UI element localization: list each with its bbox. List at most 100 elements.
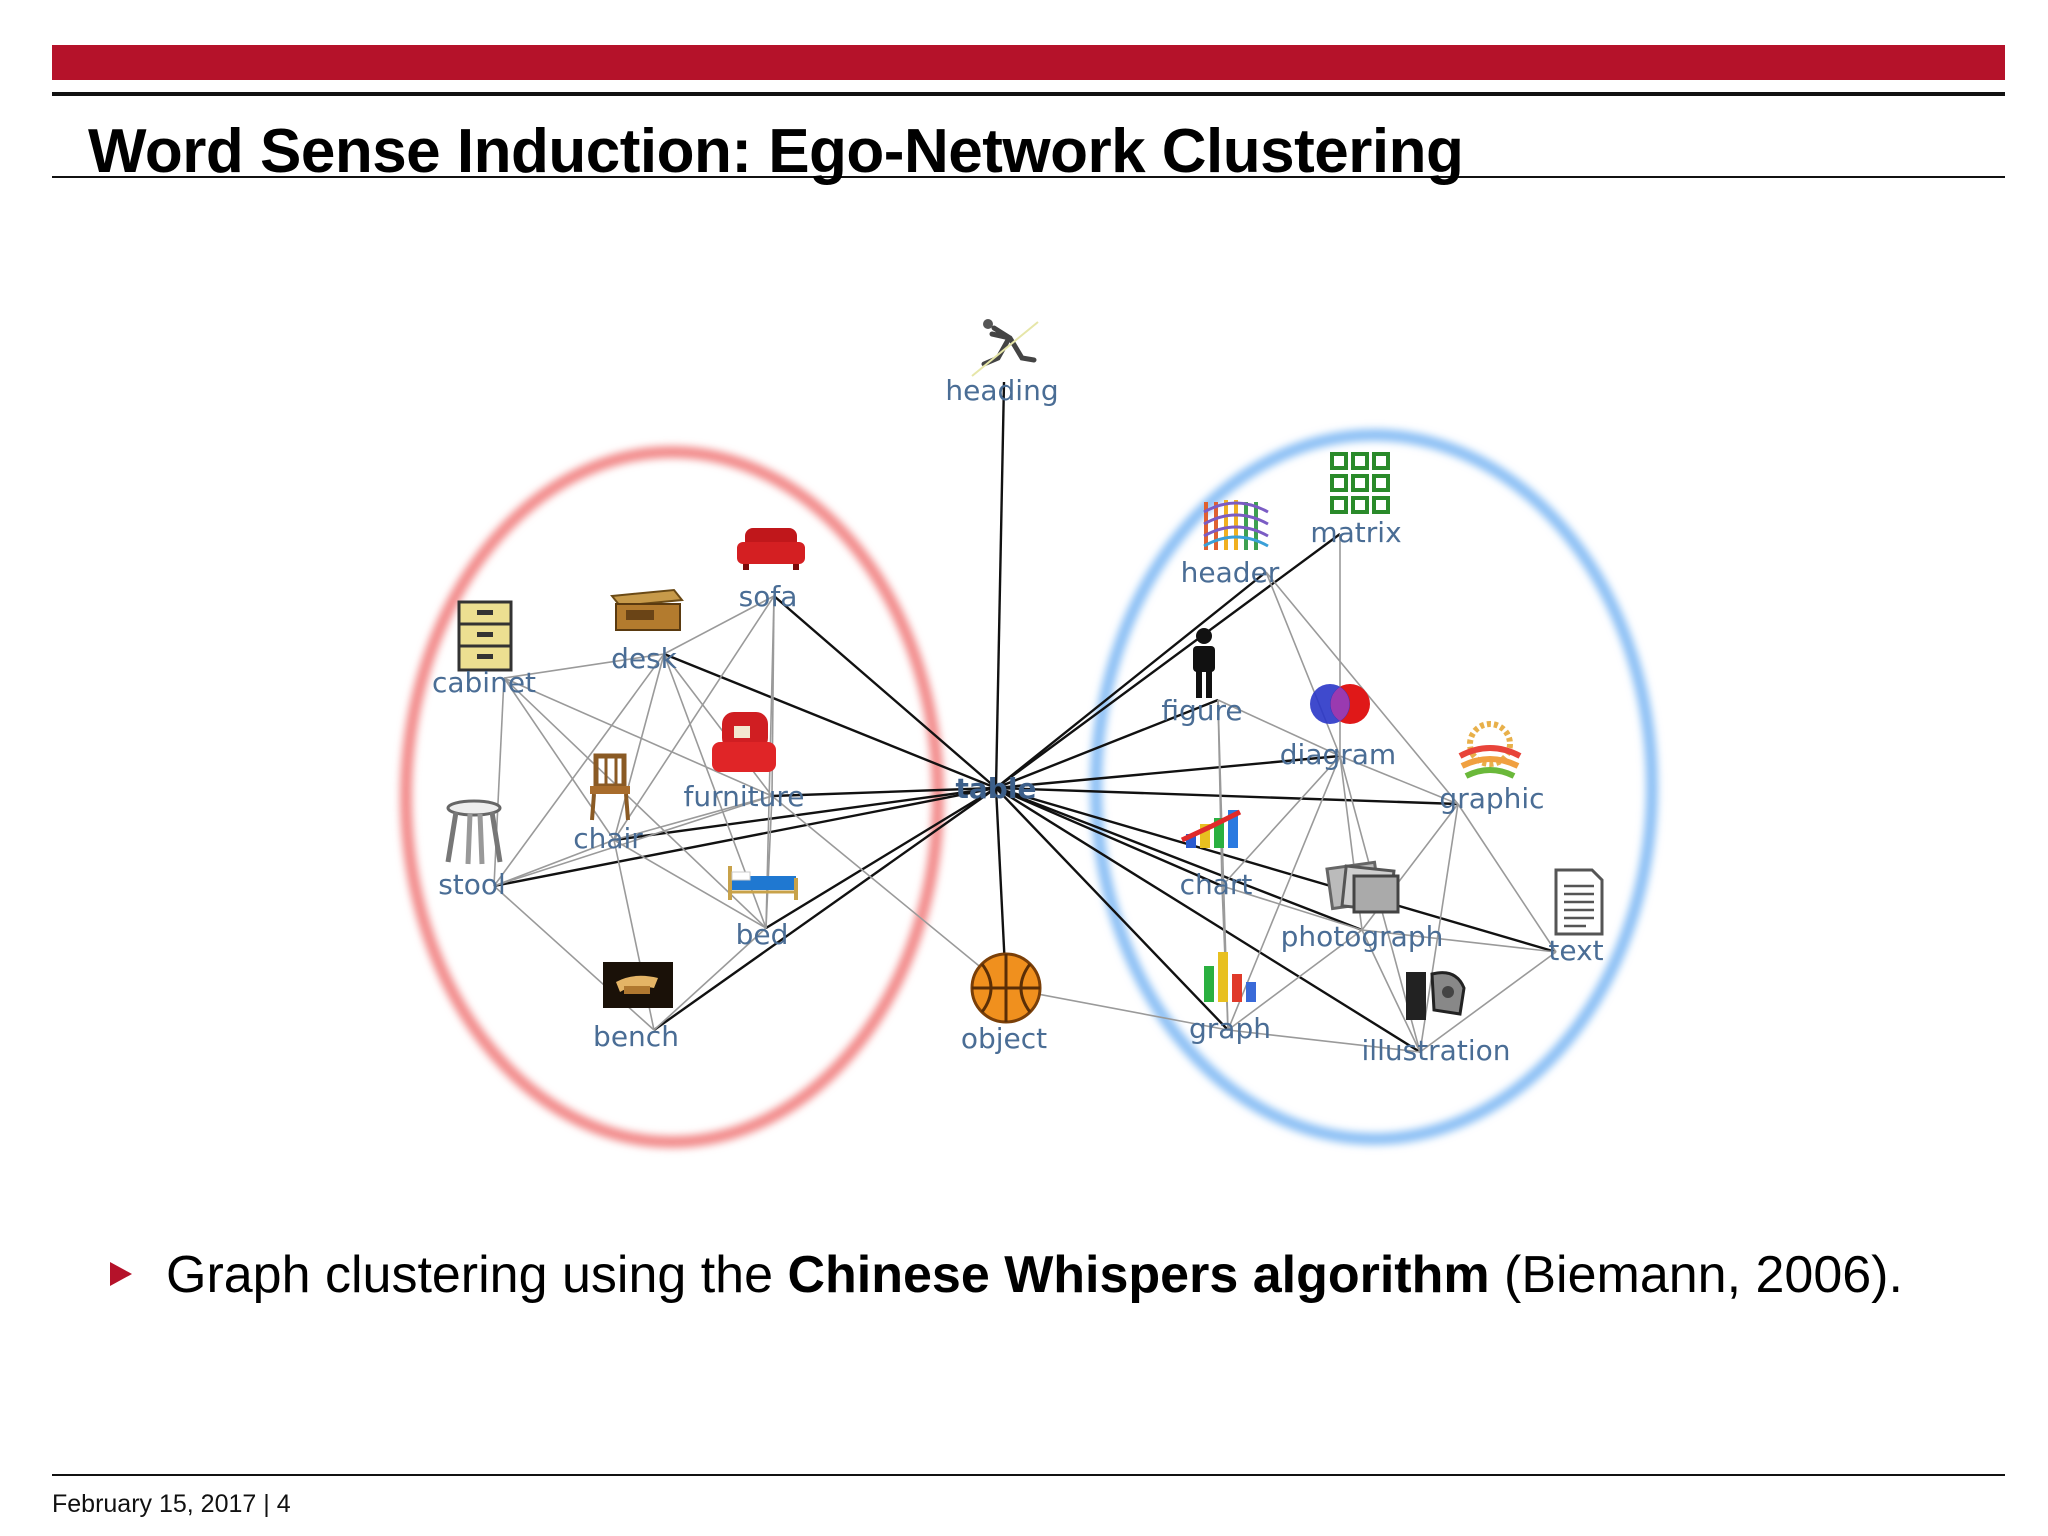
bullet-triangle-icon <box>110 1262 132 1287</box>
bar-chart-icon <box>1180 809 1242 848</box>
edge-table-text <box>995 786 1557 954</box>
title-rule <box>52 176 2005 178</box>
bullet-text-prefix: Graph clustering using the <box>166 1246 788 1304</box>
sun-landscape-icon <box>1458 721 1522 779</box>
node-label-header: header <box>1181 556 1280 589</box>
edge-bed-bench <box>653 927 767 1031</box>
cabinet-icon <box>457 600 513 672</box>
header-rule <box>52 92 2005 96</box>
edge-desk-stool <box>493 653 665 887</box>
edge-table-chart <box>995 786 1223 888</box>
node-label-figure: figure <box>1161 694 1242 727</box>
edge-cabinet-furniture <box>503 677 773 797</box>
edge-furniture-object <box>771 795 1007 989</box>
node-label-table: table <box>956 772 1037 805</box>
node-label-graph: graph <box>1189 1012 1271 1045</box>
venn-icon <box>1310 684 1370 724</box>
footer-page-number: 4 <box>276 1490 291 1518</box>
edge-text-illustration <box>1419 951 1557 1053</box>
node-label-text: text <box>1548 934 1603 967</box>
edge-photograph-text <box>1361 929 1557 953</box>
edge-photograph-graph <box>1227 929 1363 1031</box>
basketball-icon <box>970 952 1042 1024</box>
edge-chair-stool <box>493 839 615 887</box>
edge-figure-diagram <box>1217 699 1341 757</box>
node-label-illustration: illustration <box>1362 1034 1511 1067</box>
edge-table-graph <box>995 787 1229 1031</box>
edge-table-sofa <box>773 595 997 789</box>
bar-graph-icon <box>1204 952 1256 1002</box>
edge-table-bench <box>653 787 997 1031</box>
footer-rule <box>52 1474 2005 1476</box>
node-label-matrix: matrix <box>1310 516 1401 549</box>
edge-table-graphic <box>995 786 1459 806</box>
photos-icon <box>1325 860 1400 914</box>
edge-furniture-stool <box>493 795 773 887</box>
bullet-text-suffix: (Biemann, 2006). <box>1489 1246 1903 1304</box>
stool-icon <box>445 799 503 865</box>
edge-cabinet-stool <box>493 677 505 887</box>
edge-photograph-illustration <box>1361 929 1421 1053</box>
edge-table-chair <box>613 786 997 842</box>
node-label-desk: desk <box>611 642 678 675</box>
illustration-icon <box>1406 971 1466 1020</box>
grid-icon <box>1330 452 1390 514</box>
cluster-graphics-ring <box>1090 429 1658 1145</box>
edge-table-desk <box>663 652 997 790</box>
edge-diagram-chart <box>1221 755 1341 887</box>
edge-table-matrix <box>995 533 1341 789</box>
edge-chair-bed <box>613 839 767 929</box>
bed-icon <box>728 866 798 900</box>
edge-table-header <box>995 571 1267 789</box>
slide-title: Word Sense Induction: Ego-Network Cluste… <box>88 117 1464 186</box>
edge-sofa-desk <box>663 595 775 655</box>
edge-table-diagram <box>995 754 1341 790</box>
edge-table-figure <box>995 698 1219 790</box>
bullet-item: Graph clustering using the Chinese Whisp… <box>110 1245 2010 1305</box>
node-label-heading: heading <box>945 374 1058 407</box>
node-label-graphic: graphic <box>1439 782 1544 815</box>
edge-header-diagram <box>1265 571 1341 757</box>
node-label-furniture: furniture <box>684 780 805 813</box>
node-label-chart: chart <box>1180 868 1253 901</box>
node-label-stool: stool <box>438 868 506 901</box>
edge-graphic-illustration <box>1419 803 1459 1053</box>
node-label-bench: bench <box>593 1020 679 1053</box>
sprinter-icon <box>971 319 1039 377</box>
edge-stool-bench <box>493 885 655 1031</box>
edge-graph-illustration <box>1227 1029 1421 1053</box>
edge-desk-chair <box>613 653 665 841</box>
node-label-sofa: sofa <box>739 580 798 613</box>
edge-desk-cabinet <box>503 653 665 679</box>
sofa-icon <box>737 528 805 570</box>
edge-table-bed <box>765 786 997 930</box>
edge-table-photograph <box>995 786 1363 932</box>
bench-icon <box>603 962 673 1008</box>
edge-furniture-chair <box>613 795 773 841</box>
node-label-object: object <box>961 1022 1047 1055</box>
edge-graph-object <box>1005 987 1229 1031</box>
edge-cabinet-chair <box>503 677 615 841</box>
edge-graphic-text <box>1457 803 1557 953</box>
footer-date: February 15, 2017 <box>52 1490 257 1518</box>
armchair-icon <box>712 712 776 772</box>
edge-diagram-graphic <box>1339 755 1459 805</box>
edge-cabinet-bed <box>503 677 767 929</box>
person-icon <box>1193 628 1215 698</box>
chair-icon <box>590 753 630 821</box>
node-label-photograph: photograph <box>1281 920 1444 953</box>
footer-separator: | <box>263 1490 270 1518</box>
books-icon <box>1203 500 1269 550</box>
edge-table-stool <box>493 786 997 888</box>
footer: February 15, 2017 | 4 <box>52 1490 291 1519</box>
edge-furniture-bed <box>765 795 773 929</box>
bullet-text-bold: Chinese Whispers algorithm <box>787 1246 1490 1304</box>
document-icon <box>1554 868 1604 936</box>
edge-table-illustration <box>995 786 1421 1054</box>
node-label-bed: bed <box>736 918 789 951</box>
edge-table-heading <box>994 381 1006 789</box>
edge-sofa-chair <box>613 595 775 841</box>
node-label-cabinet: cabinet <box>432 666 536 699</box>
